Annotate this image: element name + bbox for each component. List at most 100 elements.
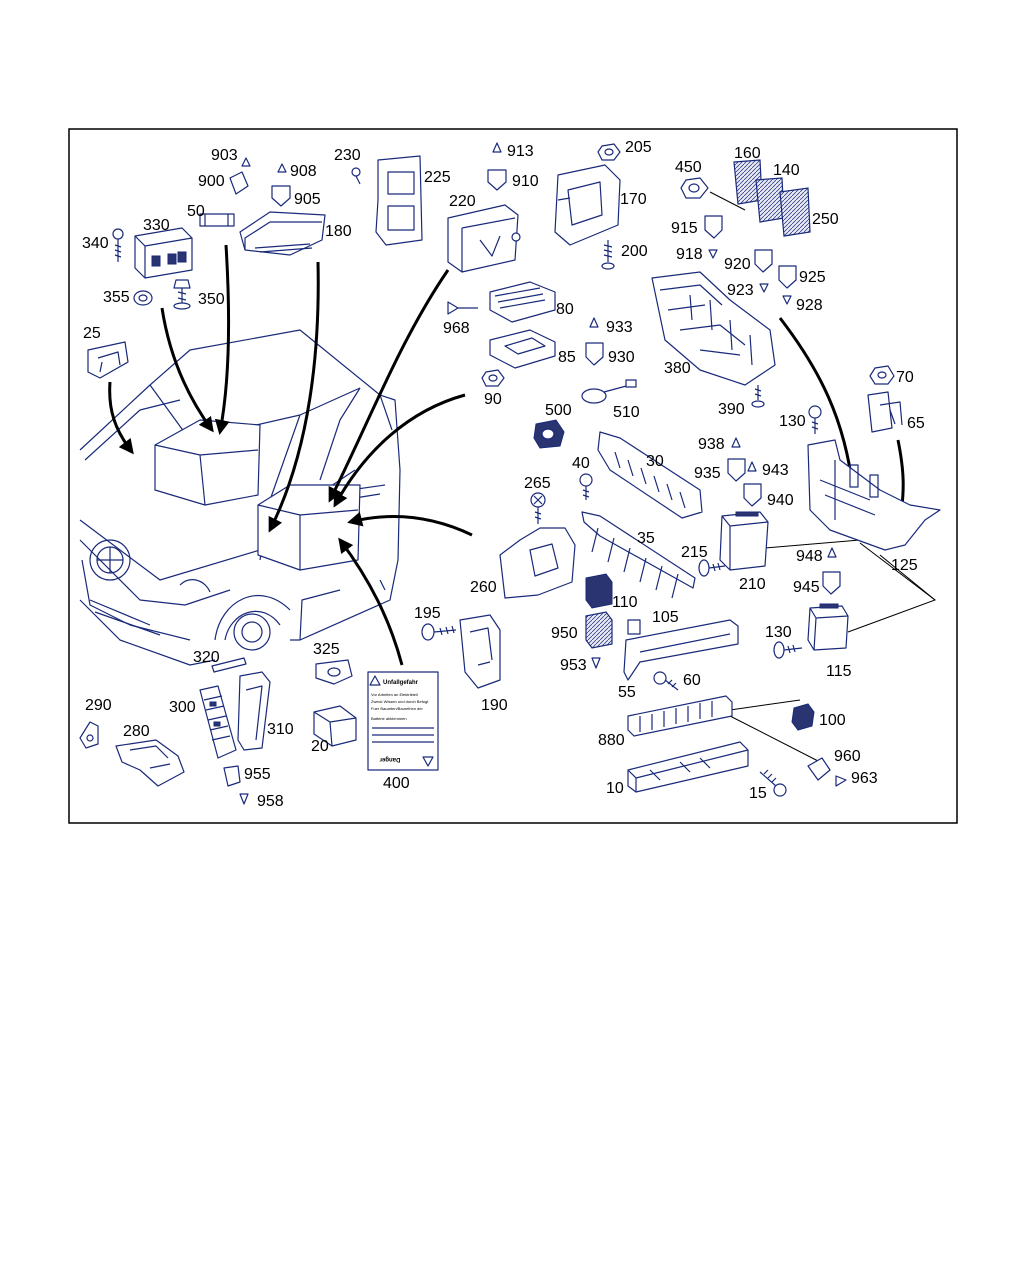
label-290: 290 xyxy=(85,697,112,714)
label-115: 115 xyxy=(826,663,852,680)
part-280-bracket xyxy=(115,739,185,787)
label-355: 355 xyxy=(103,289,130,306)
label-25: 25 xyxy=(83,325,101,342)
part-450-nut xyxy=(680,177,709,199)
part-955-housing xyxy=(223,765,241,787)
part-940-housing xyxy=(743,483,762,507)
label-140: 140 xyxy=(773,162,800,179)
label-945: 945 xyxy=(793,579,820,596)
label-35: 35 xyxy=(637,530,655,547)
part-908-pin xyxy=(277,163,287,173)
label-310: 310 xyxy=(267,721,294,738)
part-number-labels: 903 908 230 913 205 160 450 140 900 905 … xyxy=(82,139,925,810)
part-195-screw xyxy=(421,623,457,641)
label-300: 300 xyxy=(169,699,196,716)
part-40-screw xyxy=(579,473,593,500)
label-170: 170 xyxy=(620,191,647,208)
part-290-clip xyxy=(79,721,99,749)
part-380-relay-carrier xyxy=(651,271,776,386)
label-400: 400 xyxy=(383,775,410,792)
label-265: 265 xyxy=(524,475,551,492)
label-948: 948 xyxy=(796,548,823,565)
part-905-housing xyxy=(271,185,291,207)
label-913: 913 xyxy=(507,143,534,160)
label-325: 325 xyxy=(313,641,340,658)
label-940: 940 xyxy=(767,492,794,509)
label-215: 215 xyxy=(681,544,708,561)
label-935: 935 xyxy=(694,465,721,482)
label-908: 908 xyxy=(290,163,317,180)
part-350-bolt xyxy=(173,279,191,310)
label-320: 320 xyxy=(193,649,220,666)
part-938-pin xyxy=(731,437,741,448)
part-340-screw xyxy=(112,228,124,262)
warning-triangle-icon xyxy=(369,675,381,686)
part-930-housing xyxy=(585,342,604,366)
part-265-screw xyxy=(530,492,546,524)
part-125-bracket xyxy=(807,439,941,551)
label-963: 963 xyxy=(851,770,878,787)
part-968-pin xyxy=(447,301,478,315)
part-225-bracket xyxy=(375,155,423,246)
part-928-pin xyxy=(782,295,792,305)
part-945-housing xyxy=(822,571,841,595)
part-115-relay-module xyxy=(807,603,849,651)
label-55: 55 xyxy=(618,684,636,701)
label-905: 905 xyxy=(294,191,321,208)
label-220: 220 xyxy=(449,193,476,210)
label-225: 225 xyxy=(424,169,451,186)
part-910-housing xyxy=(487,169,507,191)
part-880-fuse-strip xyxy=(627,695,733,737)
part-355-nut xyxy=(133,290,153,306)
label-190: 190 xyxy=(481,697,508,714)
label-100: 100 xyxy=(819,712,846,729)
label-380: 380 xyxy=(664,360,691,377)
part-320-strip xyxy=(211,657,247,673)
part-65-terminal xyxy=(867,391,903,433)
part-100-relay xyxy=(791,703,815,731)
part-85-tray xyxy=(489,329,556,369)
label-943: 943 xyxy=(762,462,789,479)
part-140-relay xyxy=(755,177,785,223)
label-958: 958 xyxy=(257,793,284,810)
label-938: 938 xyxy=(698,436,725,453)
label-85: 85 xyxy=(558,349,576,366)
part-510-sensor xyxy=(581,379,637,404)
label-210: 210 xyxy=(739,576,766,593)
part-70-nut xyxy=(869,365,895,385)
part-215-screw xyxy=(698,559,726,577)
part-923-pin xyxy=(759,283,769,293)
part-50-connector xyxy=(199,213,235,227)
part-180-control-unit xyxy=(239,211,326,256)
part-170-bracket xyxy=(554,164,621,246)
part-948-pin xyxy=(827,547,837,558)
part-900-housing xyxy=(229,171,249,195)
part-55-bracket xyxy=(623,619,739,681)
label-250: 250 xyxy=(812,211,839,228)
label-910: 910 xyxy=(512,173,539,190)
callout-arrows xyxy=(108,244,910,666)
label-65: 65 xyxy=(907,415,925,432)
part-110-relay xyxy=(585,573,613,609)
part-220-control-unit xyxy=(447,204,521,273)
part-325-clip xyxy=(315,659,353,685)
label-930: 930 xyxy=(608,349,635,366)
label-918: 918 xyxy=(676,246,703,263)
part-500-socket xyxy=(533,419,565,449)
label-205: 205 xyxy=(625,139,652,156)
label-125: 125 xyxy=(891,557,918,574)
warning-label-border xyxy=(367,671,439,771)
label-105: 105 xyxy=(652,609,679,626)
part-953-pin xyxy=(591,657,601,669)
label-195: 195 xyxy=(414,605,441,622)
label-350: 350 xyxy=(198,291,225,308)
label-880: 880 xyxy=(598,732,625,749)
warning-triangle-icon xyxy=(422,756,434,767)
part-950-relay xyxy=(585,611,613,649)
label-928: 928 xyxy=(796,297,823,314)
label-955: 955 xyxy=(244,766,271,783)
label-510: 510 xyxy=(613,404,640,421)
part-915-housing xyxy=(704,215,723,239)
label-953: 953 xyxy=(560,657,587,674)
